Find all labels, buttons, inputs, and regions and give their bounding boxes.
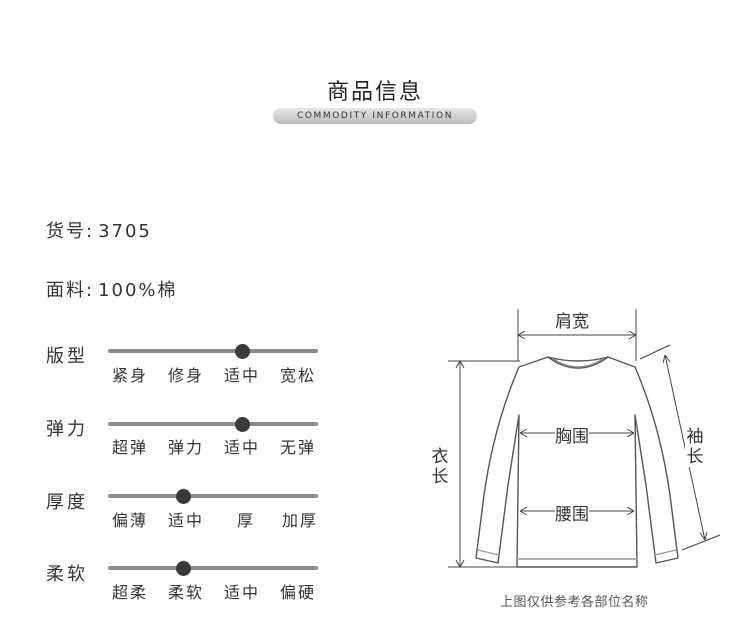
scale-marker-elasticity xyxy=(234,416,250,432)
label-sleeve-length: 袖长 xyxy=(685,427,705,467)
field-fabric: 面料:100%棉 xyxy=(46,276,178,302)
scale-track-thickness xyxy=(108,494,318,498)
scale-marker-fit xyxy=(234,343,250,359)
scale-option: 厚 xyxy=(236,511,256,530)
scale-option: 适中 xyxy=(223,438,261,457)
scale-option: 弹力 xyxy=(167,438,205,457)
field-separator: : xyxy=(86,280,95,301)
scale-track-fit xyxy=(108,349,318,353)
field-label: 面料 xyxy=(46,280,86,301)
scale-option: 适中 xyxy=(167,511,205,530)
page-subtitle: COMMODITY INFORMATION xyxy=(273,108,477,124)
scale-option: 修身 xyxy=(167,366,205,385)
label-length: 衣长 xyxy=(430,447,450,487)
scale-track-softness xyxy=(108,566,318,570)
scale-option: 偏薄 xyxy=(111,511,149,530)
scale-marker-softness xyxy=(176,560,192,576)
scale-option: 超柔 xyxy=(111,583,149,602)
scale-label-fit: 版型 xyxy=(46,346,88,367)
page-title: 商品信息 xyxy=(326,80,423,105)
scale-track-elasticity xyxy=(108,422,318,426)
label-waist: 腰围 xyxy=(555,500,589,525)
scale-option: 适中 xyxy=(223,366,261,385)
field-label: 货号 xyxy=(46,221,86,242)
label-chest: 胸围 xyxy=(555,422,589,447)
scale-option: 宽松 xyxy=(279,366,317,385)
field-value: 100%棉 xyxy=(98,280,178,301)
scale-label-softness: 柔软 xyxy=(46,564,88,585)
scale-option: 加厚 xyxy=(281,511,319,530)
field-separator: : xyxy=(86,221,95,242)
scale-option: 超弹 xyxy=(111,438,149,457)
scale-option: 紧身 xyxy=(111,366,149,385)
field-item-number: 货号:3705 xyxy=(46,217,152,243)
label-shoulder-width: 肩宽 xyxy=(555,307,589,332)
scale-option: 柔软 xyxy=(167,583,205,602)
scale-option: 偏硬 xyxy=(279,583,317,602)
diagram-caption: 上图仅供参考各部位名称 xyxy=(500,595,649,610)
field-value: 3705 xyxy=(98,221,152,242)
scale-option: 适中 xyxy=(223,583,261,602)
scale-marker-thickness xyxy=(176,488,192,504)
garment-measurement-diagram: 肩宽 胸围 腰围 衣长 袖长 xyxy=(420,295,730,580)
scale-label-elasticity: 弹力 xyxy=(46,419,88,440)
scale-option: 无弹 xyxy=(279,438,317,457)
scale-label-thickness: 厚度 xyxy=(46,492,88,513)
